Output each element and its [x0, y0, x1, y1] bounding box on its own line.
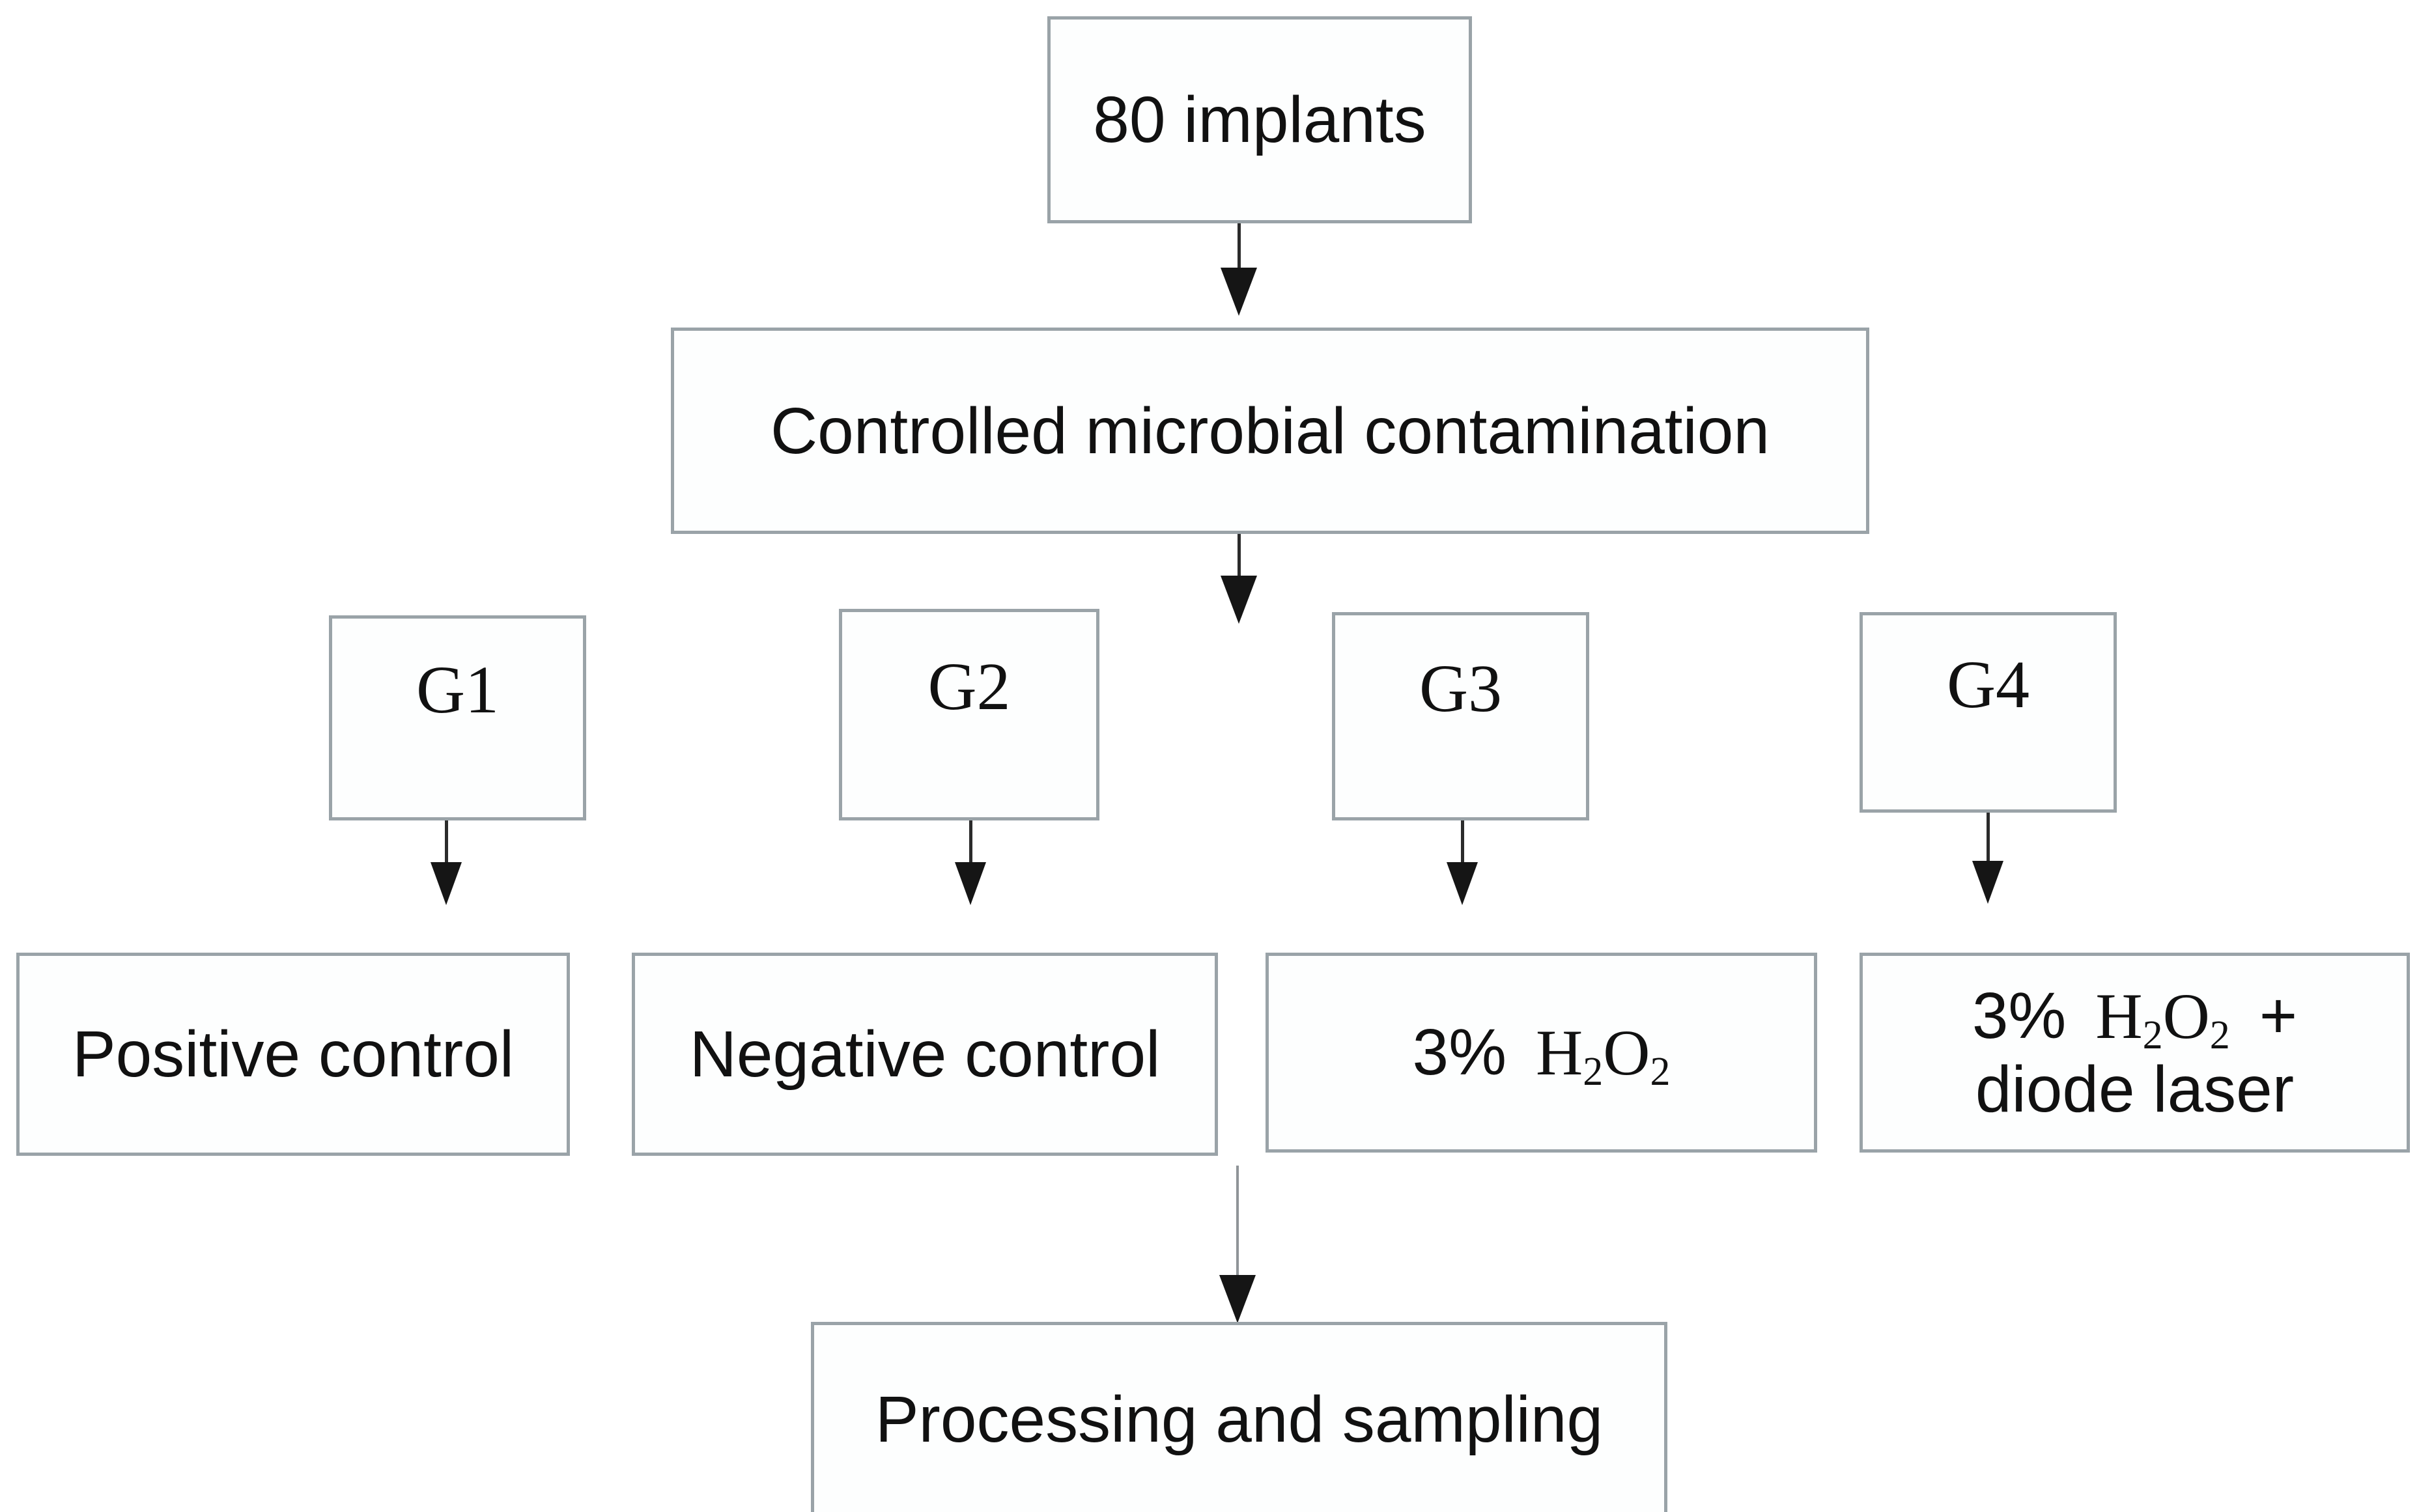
node-3-percent-h2o2-diode-laser: 3% H2O2 +diode laser	[1860, 953, 2410, 1153]
node-80-implants-label: 80 implants	[1093, 83, 1426, 156]
node-processing-and-sampling: Processing and sampling	[811, 1322, 1667, 1512]
arrow-head	[1219, 1275, 1256, 1323]
node-processing-and-sampling-label: Processing and sampling	[875, 1383, 1604, 1456]
arrow-stem	[1461, 820, 1464, 865]
node-controlled-microbial-contamination: Controlled microbial contamination	[671, 328, 1869, 534]
node-negative-control: Negative control	[632, 953, 1218, 1156]
node-positive-control-label: Positive control	[72, 1018, 515, 1091]
laser-plus: +	[2259, 979, 2298, 1052]
node-3-percent-h2o2-label: 3% H2O2	[1269, 1016, 1814, 1095]
node-3-percent-h2o2: 3% H2O2	[1266, 953, 1817, 1153]
arrow-stem	[445, 820, 448, 865]
laser-line-1: 3% H2O2 +	[1972, 979, 2298, 1058]
node-positive-control: Positive control	[16, 953, 570, 1156]
arrow-head	[955, 862, 986, 905]
node-group-g4-label: G4	[1946, 647, 2030, 722]
laser-percent: 3%	[1972, 979, 2067, 1052]
arrow-head	[1972, 861, 2003, 904]
node-group-g2-label: G2	[927, 649, 1011, 725]
node-group-g3: G3	[1332, 612, 1589, 820]
node-group-g1: G1	[329, 615, 586, 820]
node-group-g2: G2	[839, 609, 1099, 820]
arrow-stem	[1236, 1166, 1239, 1276]
h2o2-formula: H2O2	[1536, 1016, 1671, 1095]
arrow-stem	[1987, 813, 1990, 863]
node-group-g3-label: G3	[1419, 651, 1503, 726]
node-negative-control-label: Negative control	[689, 1018, 1161, 1091]
arrow-head	[1221, 268, 1257, 316]
h2o2-percent: 3%	[1412, 1016, 1507, 1089]
arrow-stem	[969, 820, 972, 865]
node-controlled-microbial-contamination-label: Controlled microbial contamination	[770, 394, 1770, 468]
arrow-stem	[1238, 534, 1241, 578]
arrow-head	[1221, 576, 1257, 624]
node-group-g1-label: G1	[416, 652, 500, 728]
arrow-head	[431, 862, 462, 905]
node-80-implants: 80 implants	[1047, 16, 1472, 223]
node-group-g4: G4	[1860, 612, 2117, 813]
arrow-stem	[1238, 223, 1241, 270]
laser-formula: H2O2	[2095, 980, 2230, 1058]
node-3-percent-h2o2-diode-laser-label: 3% H2O2 +diode laser	[1863, 979, 2407, 1126]
arrow-head	[1447, 862, 1478, 905]
laser-line-2: diode laser	[1975, 1053, 2295, 1126]
